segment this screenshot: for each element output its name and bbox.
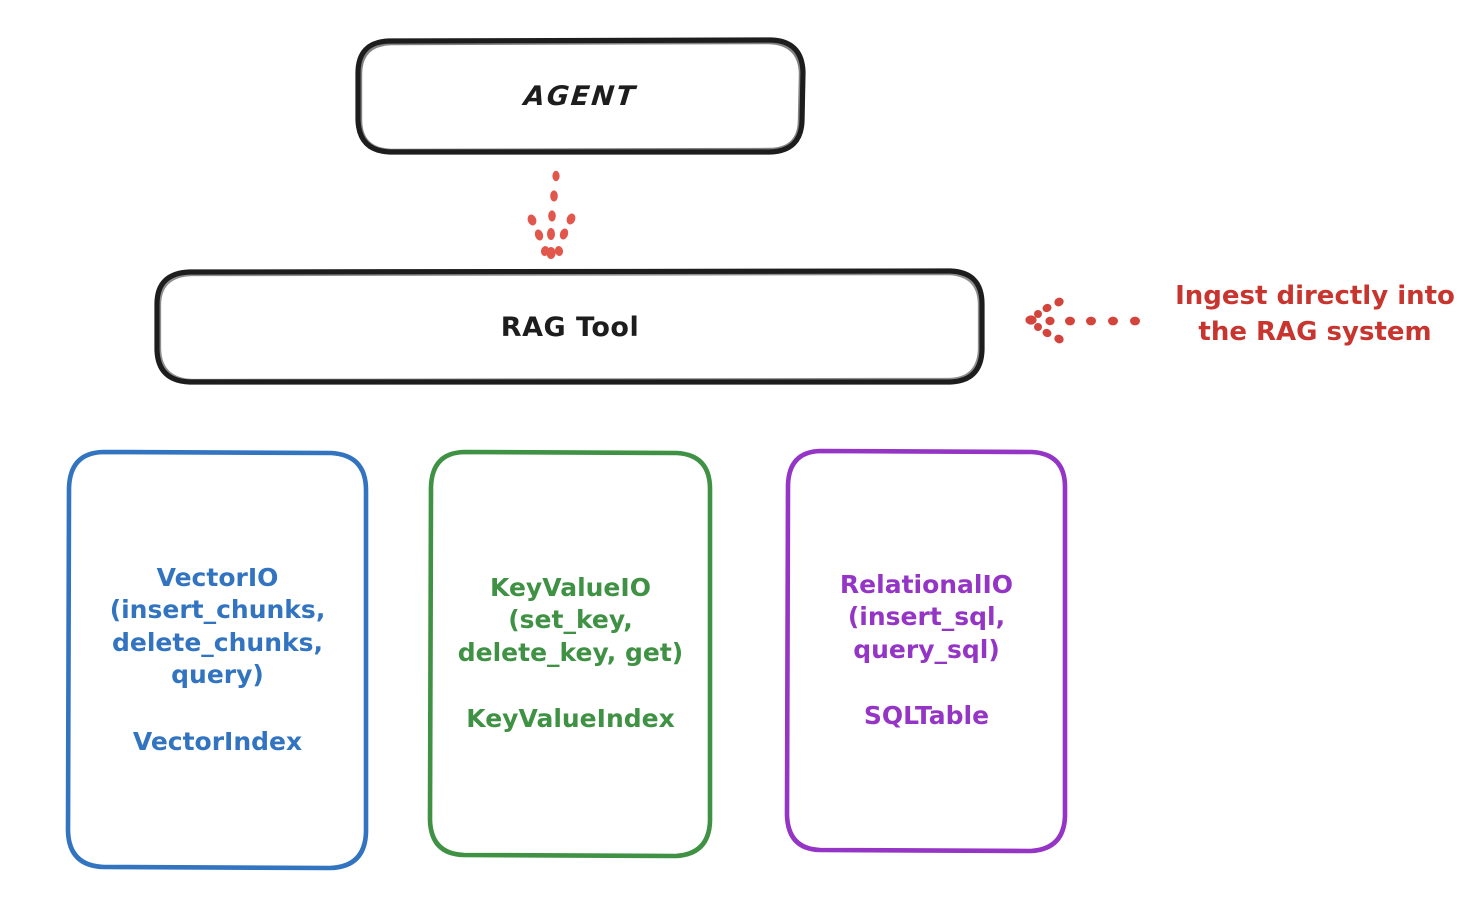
agent-to-rag-connector xyxy=(527,170,576,259)
agent-box-outline xyxy=(355,37,806,155)
annotation-to-rag-connector xyxy=(1025,297,1140,344)
keyvalue-io-node[interactable]: KeyValueIO (set_key, delete_key, get) Ke… xyxy=(430,451,711,856)
sql-table-label: SQLTable xyxy=(863,701,990,730)
relational-io-api-label: RelationalIO (insert_sql, query_sql) xyxy=(839,569,1014,664)
agent-node[interactable]: AGENT xyxy=(357,40,803,153)
vector-box-outline xyxy=(65,449,369,871)
vector-io-api-label: VectorIO (insert_chunks, delete_chunks, … xyxy=(109,562,326,690)
rag-tool-box-outline xyxy=(154,268,985,385)
keyvalue-io-api-label: KeyValueIO (set_key, delete_key, get) xyxy=(457,572,684,667)
keyvalue-index-label: KeyValueIndex xyxy=(466,704,675,733)
relational-io-node[interactable]: RelationalIO (insert_sql, query_sql) SQL… xyxy=(787,450,1066,851)
rag-tool-label: RAG Tool xyxy=(500,311,640,343)
ingest-annotation-text: Ingest directly into the RAG system xyxy=(1175,281,1455,347)
vector-io-node[interactable]: VectorIO (insert_chunks, delete_chunks, … xyxy=(68,451,367,869)
vector-index-label: VectorIndex xyxy=(132,726,303,756)
keyvalue-box-outline xyxy=(427,449,713,859)
rag-tool-node[interactable]: RAG Tool xyxy=(157,271,983,383)
relational-box-outline xyxy=(784,448,1068,854)
agent-label: AGENT xyxy=(522,81,638,112)
